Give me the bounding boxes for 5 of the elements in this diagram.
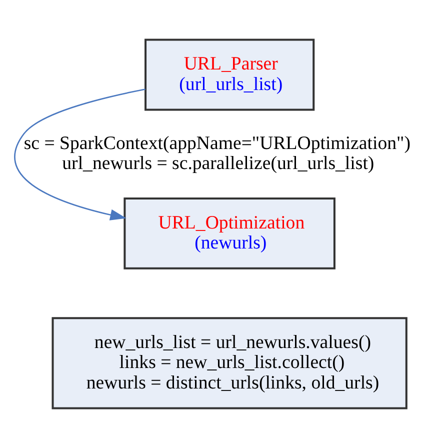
arrow [14,88,145,220]
edge-label: sc = SparkContext(appName="URLOptimization") url_newurls = sc.parallelize(url_urls_list) [23,132,410,174]
node-box: new_urls_list = url_newurls.values() links = new_urls_list.collect() newurls = distinct_urls(links, old_urls) [51,316,407,409]
node-box: URL_Parser (url_urls_list) [144,38,314,110]
node-box: URL_Optimization (newurls) [123,196,335,269]
